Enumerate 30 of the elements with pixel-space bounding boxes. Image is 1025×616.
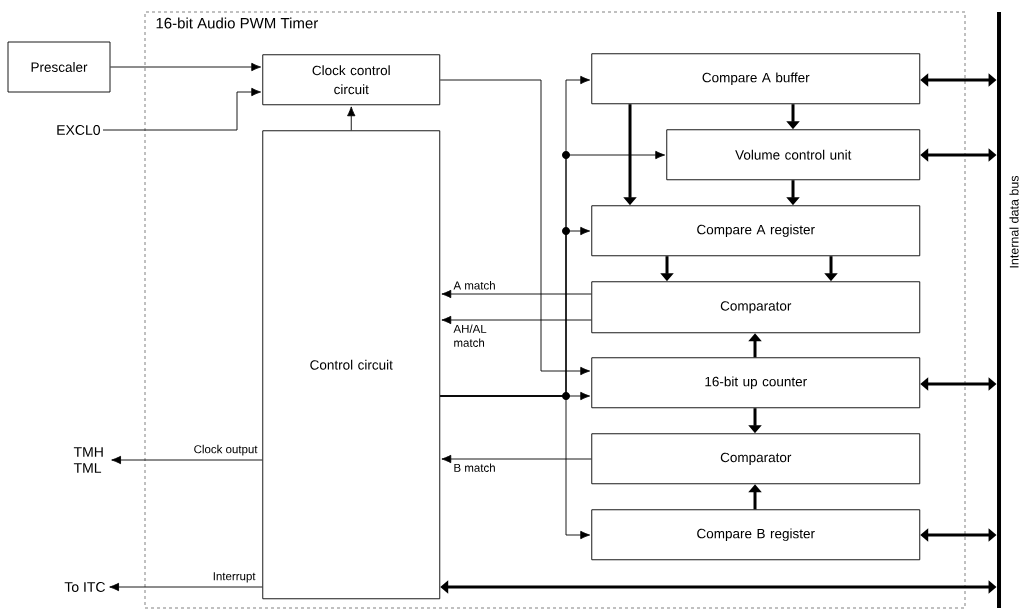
block-box: Compare B register	[591, 509, 921, 561]
frame-title: 16-bit Audio PWM Timer	[156, 17, 318, 29]
arrow	[102, 87, 262, 131]
arrow	[109, 582, 263, 592]
dashed-frame	[144, 11, 966, 609]
edge-label: Clock output	[194, 444, 258, 456]
arrow	[441, 454, 592, 464]
arrow	[111, 455, 263, 465]
signal-label: TMH TML	[73, 447, 103, 473]
arrow	[347, 106, 356, 131]
clock-control-box: Clock control circuit	[262, 54, 441, 106]
arrow	[441, 289, 592, 299]
control-circuit-box: Control circuit	[262, 130, 441, 600]
arrow	[110, 62, 262, 72]
signal-label: EXCL0	[57, 125, 100, 135]
signal-label: To ITC	[64, 582, 105, 592]
block-box: Volume control unit	[666, 129, 921, 181]
block-box: Comparator	[591, 281, 921, 334]
edge-label: Interrupt	[213, 572, 256, 583]
edge-label: A match	[453, 281, 495, 290]
edge-label: B match	[454, 463, 495, 472]
arrow	[439, 395, 591, 540]
arrow	[441, 315, 592, 325]
prescaler-box: Prescaler	[7, 41, 111, 93]
block-box: 16-bit up counter	[591, 357, 921, 409]
block-box: Comparator	[591, 433, 921, 485]
block-box: Compare A buffer	[591, 53, 921, 105]
block-box: Compare A register	[591, 205, 921, 257]
edge-label: AH/AL match	[453, 324, 487, 347]
bus-label: Internal data bus	[1009, 175, 1019, 268]
